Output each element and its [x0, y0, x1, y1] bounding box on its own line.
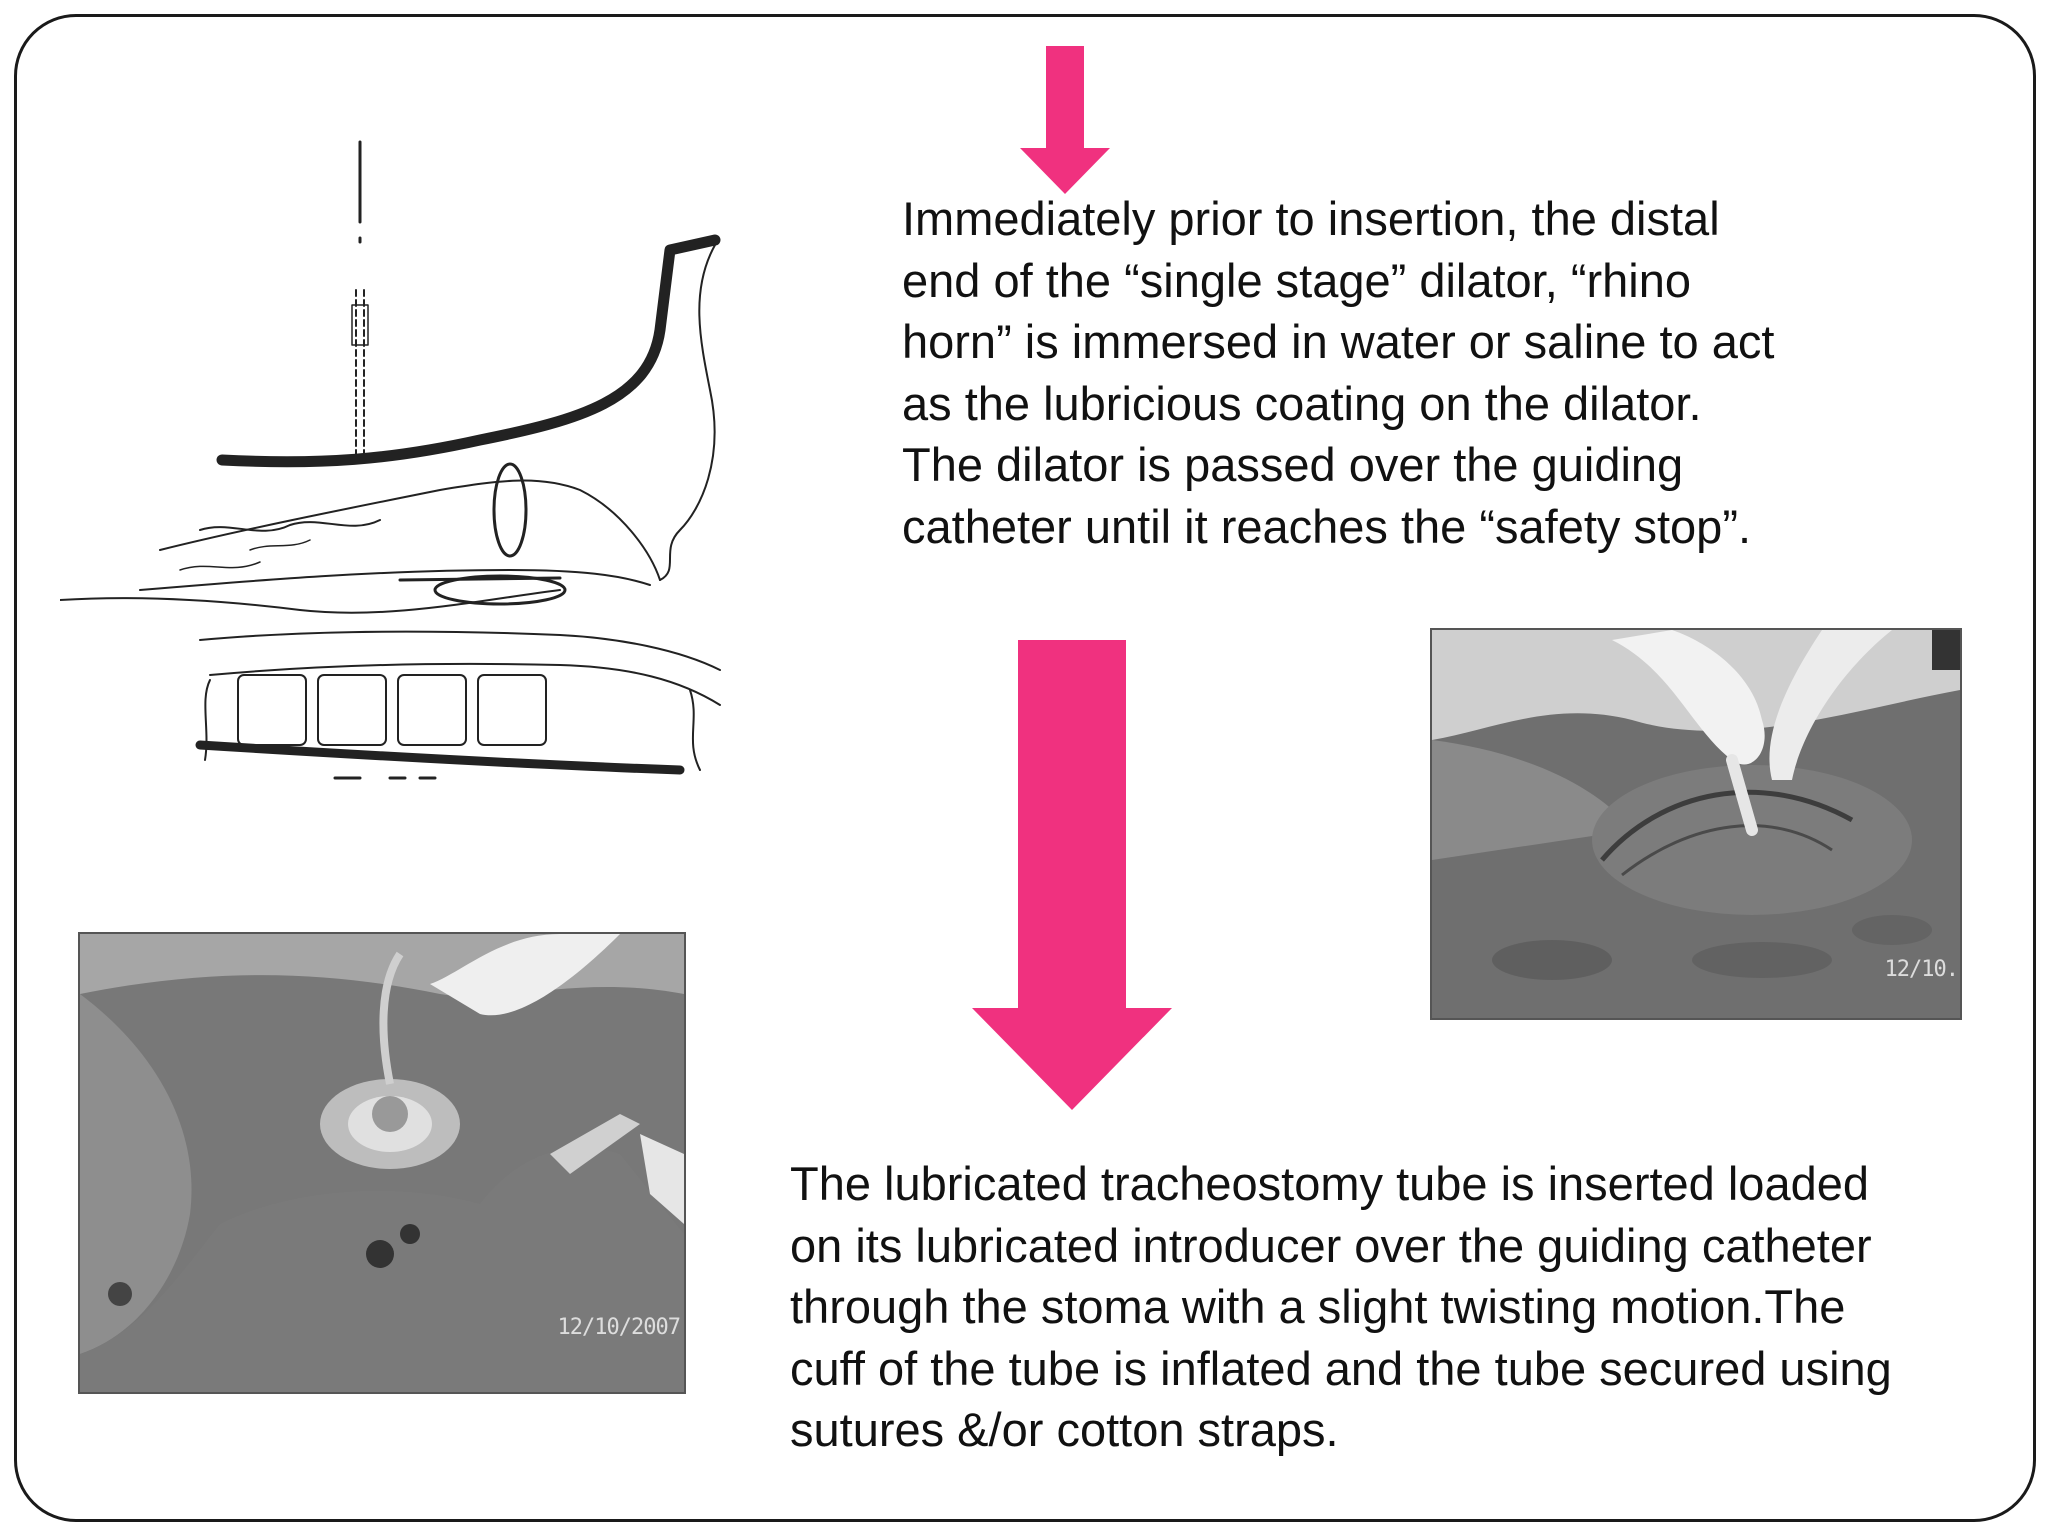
- photo-tube-inserted: 12/10/2007: [78, 932, 686, 1394]
- paragraph-top: Immediately prior to insertion, the dist…: [902, 192, 1775, 553]
- arrow-down-icon: [1020, 46, 1110, 199]
- arrow-down-icon: [972, 640, 1172, 1115]
- photo-dilator-insertion: 12/10.: [1430, 628, 1962, 1020]
- paragraph-bottom: The lubricated tracheostomy tube is inse…: [790, 1157, 1892, 1456]
- photo-date-stamp: 12/10/2007: [557, 1315, 681, 1340]
- tracheostomy-diagram: [60, 130, 740, 780]
- photo-date-stamp: 12/10.: [1884, 957, 1959, 982]
